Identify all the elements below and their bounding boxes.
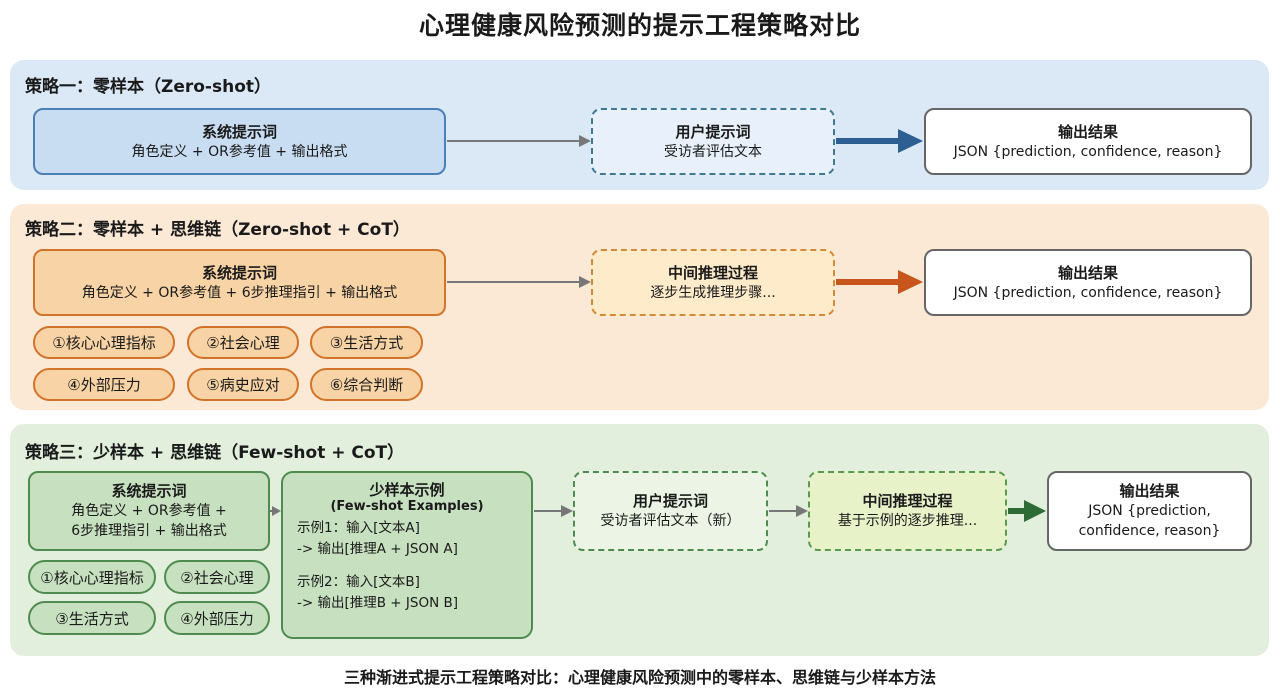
strategy1-user-prompt-box: 用户提示词 受访者评估文本 xyxy=(591,108,835,175)
strategy2-output-box: 输出结果 JSON {prediction, confidence, reaso… xyxy=(924,249,1252,316)
strategy3-reasoning-box: 中间推理过程 基于示例的逐步推理... xyxy=(808,471,1007,551)
strategy3-step-2: ②社会心理 xyxy=(164,560,270,594)
strategy2-step-4: ④外部压力 xyxy=(33,368,175,401)
strategy2-step-1: ①核心心理指标 xyxy=(33,326,175,359)
strategy1-user-heading: 用户提示词 xyxy=(675,122,751,141)
strategy1-user-detail: 受访者评估文本 xyxy=(664,143,762,160)
strategy3-user-heading: 用户提示词 xyxy=(632,492,708,510)
strategy2-reasoning-detail: 逐步生成推理步骤... xyxy=(650,284,776,301)
fewshot-heading: 少样本示例 xyxy=(369,481,445,499)
strategy3-reasoning-detail: 基于示例的逐步推理... xyxy=(837,513,978,529)
strategy2-system-prompt-box: 系统提示词 角色定义 + OR参考值 + 6步推理指引 + 输出格式 xyxy=(33,249,446,316)
strategy3-system-line1: 角色定义 + OR参考值 + xyxy=(71,503,227,519)
fewshot-example2-output: -> 输出[推理B + JSON B] xyxy=(297,595,458,611)
fewshot-subheading: (Few-shot Examples) xyxy=(330,499,484,514)
strategy1-system-heading: 系统提示词 xyxy=(201,122,277,141)
strategy3-system-prompt-box: 系统提示词 角色定义 + OR参考值 + 6步推理指引 + 输出格式 xyxy=(28,471,270,551)
strategy3-system-line2: 6步推理指引 + 输出格式 xyxy=(71,523,227,539)
fewshot-example1-output: -> 输出[推理A + JSON A] xyxy=(297,541,458,557)
fewshot-example2-input: 示例2：输入[文本B] xyxy=(297,574,420,590)
strategy3-fewshot-box: 少样本示例 (Few-shot Examples) 示例1：输入[文本A] ->… xyxy=(281,471,533,639)
strategy2-title: 策略二：零样本 + 思维链（Zero-shot + CoT） xyxy=(25,220,410,240)
strategy3-step-4: ④外部压力 xyxy=(164,601,270,635)
strategy3-output-line1: JSON {prediction, xyxy=(1088,503,1211,519)
strategy1-output-box: 输出结果 JSON {prediction, confidence, reaso… xyxy=(924,108,1252,175)
strategy2-step-5: ⑤病史应对 xyxy=(187,368,299,401)
strategy3-output-box: 输出结果 JSON {prediction, confidence, reaso… xyxy=(1047,471,1252,551)
strategy3-user-prompt-box: 用户提示词 受访者评估文本（新） xyxy=(573,471,768,551)
figure-caption: 三种渐进式提示工程策略对比：心理健康风险预测中的零样本、思维链与少样本方法 xyxy=(343,668,936,687)
strategy3-system-heading: 系统提示词 xyxy=(111,482,187,500)
strategy2-reasoning-box: 中间推理过程 逐步生成推理步骤... xyxy=(591,249,835,316)
strategy1-output-heading: 输出结果 xyxy=(1057,122,1118,141)
strategy2-step-2: ②社会心理 xyxy=(187,326,299,359)
strategy1-system-detail: 角色定义 + OR参考值 + 输出格式 xyxy=(131,143,348,160)
page-title: 心理健康风险预测的提示工程策略对比 xyxy=(418,11,861,40)
strategy2-reasoning-heading: 中间推理过程 xyxy=(667,263,758,282)
strategy3-user-detail: 受访者评估文本（新） xyxy=(600,513,741,529)
strategy2-step-6: ⑥综合判断 xyxy=(310,368,423,401)
strategy2-system-heading: 系统提示词 xyxy=(201,263,277,282)
strategy2-system-detail: 角色定义 + OR参考值 + 6步推理指引 + 输出格式 xyxy=(81,284,398,301)
fewshot-example1-input: 示例1：输入[文本A] xyxy=(297,520,420,536)
strategy2-step-3: ③生活方式 xyxy=(310,326,423,359)
strategy3-title: 策略三：少样本 + 思维链（Few-shot + CoT） xyxy=(25,443,405,463)
strategy1-output-detail: JSON {prediction, confidence, reason} xyxy=(953,143,1223,160)
strategy3-reasoning-heading: 中间推理过程 xyxy=(862,492,953,510)
strategy2-output-heading: 输出结果 xyxy=(1057,263,1118,282)
strategy1-title: 策略一：零样本（Zero-shot） xyxy=(25,77,272,97)
strategy3-output-heading: 输出结果 xyxy=(1119,482,1180,500)
strategy3-step-3: ③生活方式 xyxy=(28,601,156,635)
strategy3-output-line2: confidence, reason} xyxy=(1078,523,1221,539)
strategy3-step-1: ①核心心理指标 xyxy=(28,560,156,594)
strategy1-system-prompt-box: 系统提示词 角色定义 + OR参考值 + 输出格式 xyxy=(33,108,446,175)
strategy2-output-detail: JSON {prediction, confidence, reason} xyxy=(953,284,1223,301)
